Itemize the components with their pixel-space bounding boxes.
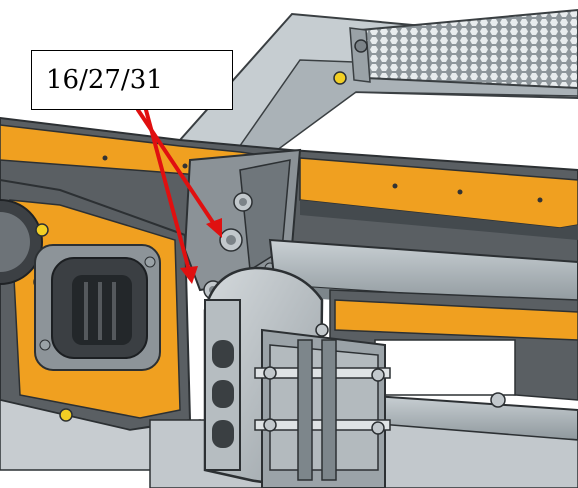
part-number-label: 16/27/31 xyxy=(46,65,163,95)
bolt-icon xyxy=(219,228,243,252)
part-number-callout: 16/27/31 xyxy=(31,50,233,110)
hinge-assembly xyxy=(203,266,391,488)
red-pointer-arrow xyxy=(144,108,198,284)
upper-frame xyxy=(178,8,578,172)
bolt-icon xyxy=(233,192,253,212)
headlamp xyxy=(34,244,161,371)
